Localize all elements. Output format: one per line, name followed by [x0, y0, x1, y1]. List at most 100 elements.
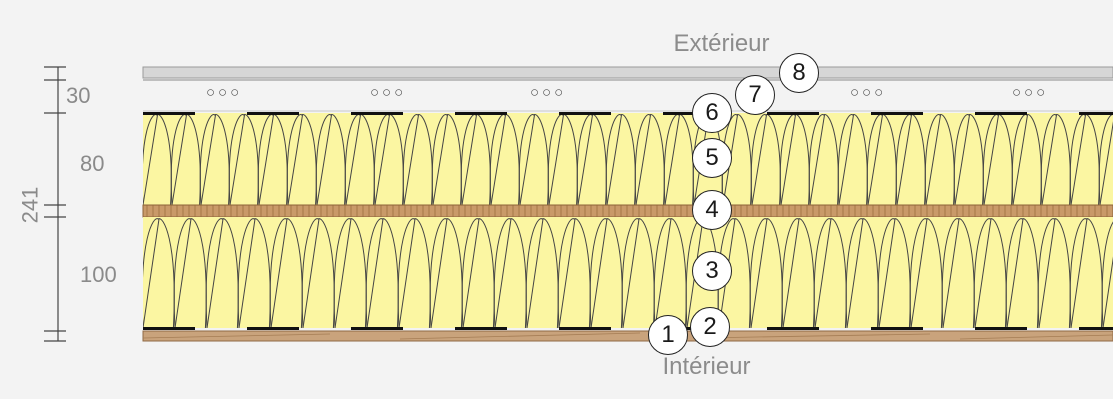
insulation-fiber-line — [206, 218, 224, 328]
insulation-fiber-loop — [634, 114, 665, 205]
insulation-fiber-loop — [605, 114, 636, 205]
insulation-fiber-line — [558, 218, 576, 328]
insulation-fiber-line — [983, 114, 999, 205]
insulation-fiber-line — [782, 218, 800, 328]
membrane-dash — [767, 112, 819, 115]
insulation-fiber-line — [374, 114, 390, 205]
insulation-fiber-line — [490, 114, 506, 205]
insulation-fiber-loop — [953, 114, 984, 205]
insulation-fiber-loop — [1005, 218, 1039, 328]
insulation-fiber-loop — [653, 218, 687, 328]
insulation-fiber-loop — [589, 218, 623, 328]
dimension-total: 241 — [17, 186, 43, 224]
insulation-fiber-loop — [228, 114, 259, 205]
callout-5: 5 — [692, 138, 732, 178]
exterior-label: Extérieur — [673, 30, 770, 57]
insulation-fiber-line — [548, 114, 564, 205]
insulation-fiber-line — [954, 114, 970, 205]
insulation-fiber-line — [780, 114, 796, 205]
callout-7: 7 — [735, 75, 775, 115]
callout-6: 6 — [692, 93, 732, 133]
insulation-fiber-line — [846, 218, 864, 328]
insulation-fiber-loop — [750, 114, 781, 205]
insulation-fiber-loop — [365, 218, 399, 328]
insulation-fiber-line — [1102, 256, 1113, 328]
exterior-cladding — [142, 66, 1113, 79]
insulation-fiber-loop — [909, 218, 943, 328]
insulation-fiber-line — [432, 114, 448, 205]
insulation-fiber-loop — [301, 218, 335, 328]
insulation-fiber-line — [942, 218, 960, 328]
interior-panel — [142, 330, 1113, 342]
insulation-fiber-loop — [781, 218, 815, 328]
membrane-dash — [767, 327, 819, 330]
insulation-fiber-line — [622, 218, 640, 328]
insulation-fiber-line — [316, 114, 332, 205]
insulation-fiber-loop — [113, 115, 142, 205]
insulation-fiber-loop — [1040, 114, 1071, 205]
insulation-fiber-line — [654, 218, 672, 328]
insulation-fiber-loop — [173, 218, 207, 328]
membrane-dash — [871, 112, 923, 115]
insulation-fiber-line — [814, 218, 832, 328]
insulation-fiber-loop — [333, 218, 367, 328]
callout-2: 2 — [690, 307, 730, 347]
interior-label: Intérieur — [662, 353, 751, 380]
insulation-fiber-loop — [1069, 218, 1103, 328]
vent-holes: ○○○ — [850, 84, 887, 101]
membrane-dash — [871, 327, 923, 330]
insulation-fiber-line — [366, 218, 384, 328]
insulation-fiber-loop — [621, 218, 655, 328]
insulation-fiber-loop — [205, 218, 239, 328]
insulation-fiber-line — [925, 114, 941, 205]
insulation-fiber-loop — [557, 218, 591, 328]
insulation-fiber-line — [606, 114, 622, 205]
interior-panel-grain — [142, 332, 1113, 340]
insulation-fiber-line — [238, 218, 256, 328]
insulation-fiber-line — [171, 114, 187, 205]
insulation-fiber-line — [462, 218, 480, 328]
insulation-fiber-line — [1099, 121, 1113, 205]
insulation-fiber-loop — [315, 114, 346, 205]
insulation-fiber-line — [838, 114, 854, 205]
insulation-fiber-line — [345, 114, 361, 205]
membrane-lower — [143, 327, 1113, 330]
insulation-fiber-loop — [402, 114, 433, 205]
insulation-fiber-line — [200, 114, 216, 205]
insulation-fiber-line — [1070, 218, 1088, 328]
insulation-fiber-loop — [429, 218, 463, 328]
insulation-fiber-line — [398, 218, 416, 328]
insulation-fiber-line — [896, 114, 912, 205]
insulation-fiber-line — [974, 218, 992, 328]
insulation-lower-fibers — [143, 218, 1113, 328]
insulation-fiber-loop — [813, 218, 847, 328]
insulation-fiber-loop — [199, 114, 230, 205]
insulation-fiber-line — [334, 218, 352, 328]
membrane-dash — [351, 327, 403, 330]
membrane-upper — [143, 112, 1113, 115]
insulation-fiber-line — [143, 114, 158, 205]
dimension-100: 100 — [80, 262, 117, 287]
insulation-fiber-line — [519, 114, 535, 205]
dimension-80: 80 — [80, 151, 105, 176]
dimension-30: 30 — [66, 83, 91, 108]
insulation-fiber-line — [302, 218, 320, 328]
insulation-fiber-loop — [286, 114, 317, 205]
insulation-fiber-loop — [837, 114, 868, 205]
insulation-fiber-line — [750, 218, 768, 328]
insulation-fiber-loop — [525, 218, 559, 328]
insulation-fiber-line — [664, 114, 680, 205]
insulation-fiber-line — [403, 114, 419, 205]
insulation-fiber-line — [751, 114, 767, 205]
membrane-dash — [143, 112, 195, 115]
insulation-fiber-loop — [808, 114, 839, 205]
membrane-dash — [247, 112, 299, 115]
insulation-fiber-line — [1006, 218, 1024, 328]
membrane-dash — [559, 327, 611, 330]
insulation-fiber-loop — [1037, 218, 1071, 328]
vent-holes: ○○○ — [1012, 84, 1049, 101]
insulation-fiber-loop — [493, 218, 527, 328]
insulation-upper-fibers — [113, 114, 1113, 205]
insulation-fiber-line — [577, 114, 593, 205]
